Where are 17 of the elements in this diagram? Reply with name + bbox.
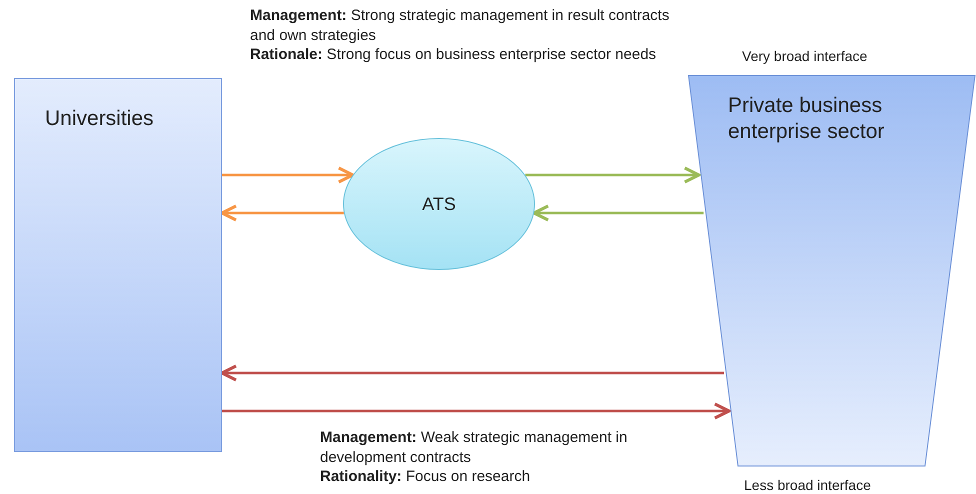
arrow	[222, 166, 354, 184]
node-text: Universities	[45, 106, 155, 132]
interface-caption: Less broad interface	[744, 476, 871, 494]
note-text: Rationality: Focus on research	[320, 467, 532, 486]
arrow	[222, 402, 730, 420]
arrow	[220, 204, 344, 222]
arrow	[525, 166, 700, 184]
arrow	[220, 364, 724, 382]
process-box	[14, 78, 222, 452]
funnel-shape	[688, 75, 976, 467]
arrow	[532, 204, 704, 222]
note-text: Rationale: Strong focus on business enterprise sector needs	[250, 45, 658, 64]
interface-caption: Very broad interface	[742, 47, 868, 66]
node-text: Private business enterprise sector	[728, 93, 886, 146]
note-text: Management: Strong strategic management in result contracts and own strategies	[250, 6, 670, 45]
node-text: ATS	[422, 192, 456, 216]
note-text: Management: Weak strategic management in development contracts	[320, 428, 628, 467]
